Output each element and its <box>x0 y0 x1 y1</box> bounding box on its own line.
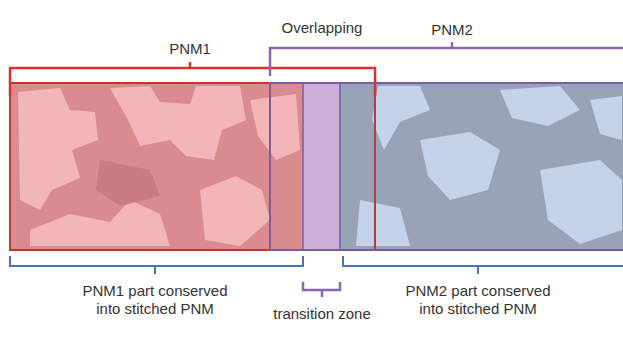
pnm2-outline <box>270 83 623 250</box>
part-caption: PNM1 part conserved into stitched PNM <box>70 282 240 318</box>
pnm2-part-bracket <box>343 256 623 266</box>
transition-zone <box>303 83 340 250</box>
transition-bracket <box>303 282 340 290</box>
overlap-label: Overlapping <box>262 19 382 37</box>
pnm1-label: PNM1 <box>150 40 230 58</box>
pnm2-image <box>340 83 623 250</box>
pnm2-bracket <box>270 48 623 76</box>
pnm1-part-bracket <box>10 256 303 266</box>
part-caption: PNM2 part conserved into stitched PNM <box>393 282 563 318</box>
pnm1-outline <box>10 83 375 250</box>
pnm1-bracket <box>10 68 375 96</box>
pnm2-label: PNM2 <box>412 21 492 39</box>
pnm1-image <box>10 83 303 250</box>
transition-label: transition zone <box>257 305 387 323</box>
